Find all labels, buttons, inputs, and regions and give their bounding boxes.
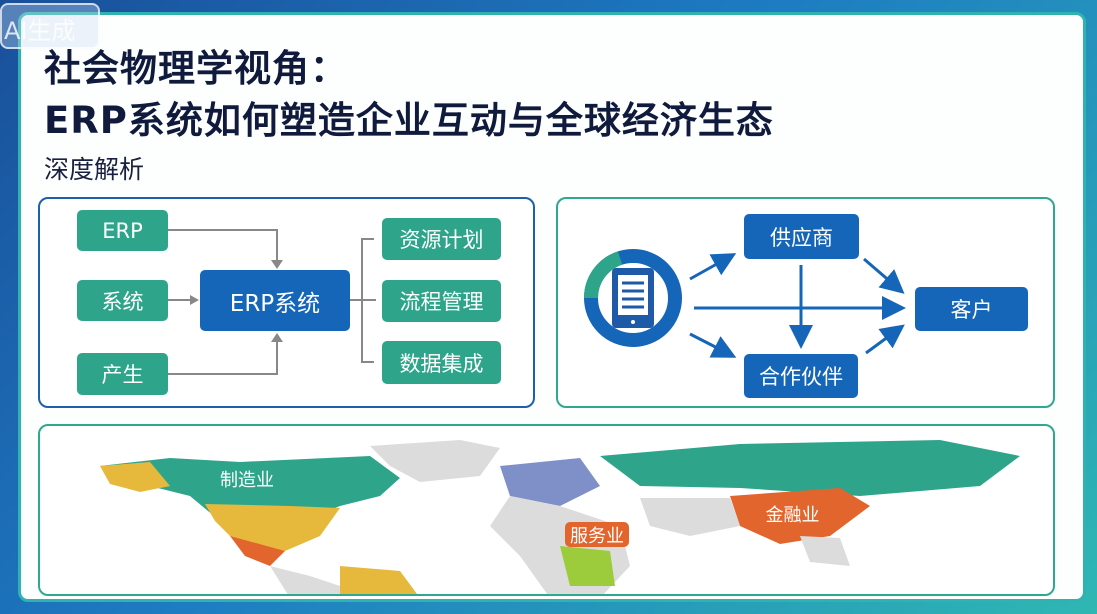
input-box-system: 系统: [77, 280, 168, 321]
output-box-data-integration: 数据集成: [382, 341, 501, 384]
input-box-produce: 产生: [77, 353, 168, 395]
title-line-1: 社会物理学视角：: [44, 47, 348, 90]
supplier-box: 供应商: [744, 214, 859, 259]
output-box-resource-planning: 资源计划: [382, 218, 501, 260]
world-map-panel: [38, 424, 1055, 596]
map-label-services: 服务业: [565, 522, 629, 547]
center-box-erp-system: ERP系统: [200, 270, 350, 331]
tablet-document-icon: [583, 249, 682, 347]
map-label-finance: 金融业: [757, 501, 828, 527]
subtitle: 深度解析: [44, 155, 145, 184]
map-label-manufacturing: 制造业: [208, 466, 286, 491]
customer-box: 客户: [915, 287, 1028, 331]
output-box-process-management: 流程管理: [382, 280, 501, 322]
partner-box: 合作伙伴: [744, 354, 858, 398]
ai-generated-badge: AI生成: [0, 3, 100, 49]
world-map: [100, 440, 1020, 594]
input-box-erp: ERP: [77, 210, 168, 251]
title-line-2: ERP系统如何塑造企业互动与全球经济生态: [44, 99, 774, 142]
